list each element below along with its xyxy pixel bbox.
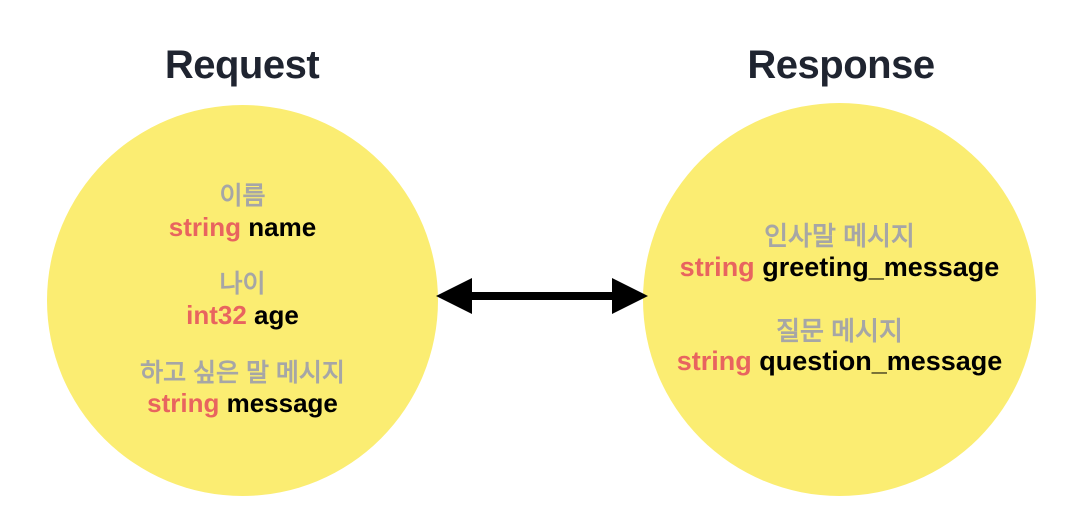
field-type: string xyxy=(168,211,242,242)
field-declaration: string greeting_message xyxy=(680,252,1000,284)
field-type: int32 xyxy=(186,299,247,330)
field-declaration: string name xyxy=(169,212,316,243)
request-node-title: Request xyxy=(164,43,320,87)
field-description: 질문 메시지 xyxy=(776,315,903,346)
field-declaration: string question_message xyxy=(677,346,1003,378)
bidirectional-arrow-icon xyxy=(436,278,648,314)
field-description: 이름 xyxy=(219,182,266,211)
request-node-circle[interactable]: 이름 string name 나이 int32 age 하고 싶은 말 메시지 … xyxy=(47,105,438,496)
request-field-name: 이름 string name xyxy=(169,182,316,242)
field-name: question_message xyxy=(759,346,1003,377)
field-declaration: string message xyxy=(140,388,345,419)
response-field-greeting-message: 인사말 메시지 string greeting_message xyxy=(680,221,1000,284)
field-name: name xyxy=(248,211,317,242)
response-field-question-message: 질문 메시지 string question_message xyxy=(677,316,1003,379)
field-description: 인사말 메시지 xyxy=(764,220,915,251)
field-type: string xyxy=(679,251,755,282)
field-name: message xyxy=(226,388,338,419)
field-name: greeting_message xyxy=(762,251,1000,282)
response-node-title: Response xyxy=(747,43,935,87)
request-field-message: 하고 싶은 말 메시지 string message xyxy=(140,359,345,419)
response-node-circle[interactable]: 인사말 메시지 string greeting_message 질문 메시지 s… xyxy=(643,103,1036,496)
field-description: 나이 xyxy=(219,270,266,299)
request-field-list: 이름 string name 나이 int32 age 하고 싶은 말 메시지 … xyxy=(47,182,438,419)
field-declaration: int32 age xyxy=(186,300,299,331)
response-field-list: 인사말 메시지 string greeting_message 질문 메시지 s… xyxy=(643,221,1036,378)
field-name: age xyxy=(254,299,299,330)
field-description: 하고 싶은 말 메시지 xyxy=(140,358,345,387)
field-type: string xyxy=(147,388,220,419)
field-type: string xyxy=(676,346,752,377)
request-field-age: 나이 int32 age xyxy=(186,270,299,330)
